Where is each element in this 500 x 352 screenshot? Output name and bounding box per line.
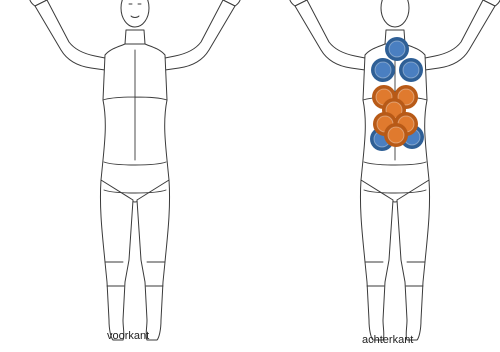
- front-figure: [29, 0, 241, 340]
- marker-core-orange-lower-back-center: [388, 127, 404, 143]
- marker-core-blue-upper-back-left: [375, 62, 391, 78]
- back-view-caption: achterkant: [362, 334, 413, 346]
- marker-core-blue-upper-back-right: [403, 62, 419, 78]
- marker-core-blue-upper-back-center: [389, 41, 405, 57]
- front-view-caption: voorkant: [107, 330, 149, 342]
